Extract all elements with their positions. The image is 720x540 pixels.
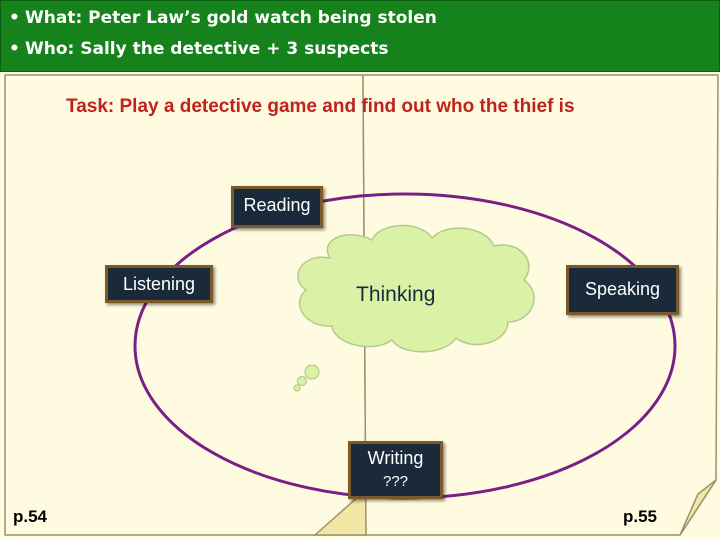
thought-cloud-icon bbox=[293, 224, 535, 392]
page-ref-left: p.54 bbox=[13, 507, 48, 526]
speaking-box: Speaking bbox=[566, 265, 679, 315]
right-page-curl-icon bbox=[679, 479, 717, 536]
task-title: Task: Play a detective game and find out… bbox=[66, 96, 575, 117]
bullet-icon: • bbox=[9, 8, 20, 28]
listening-label: Listening bbox=[122, 274, 196, 294]
who-text: Who: Sally the detective + 3 suspects bbox=[25, 39, 389, 59]
reading-label: Reading bbox=[243, 195, 311, 215]
reading-box: Reading bbox=[231, 186, 323, 228]
listening-box: Listening bbox=[105, 265, 213, 303]
speaking-label: Speaking bbox=[584, 279, 661, 299]
page-ref-right: p.55 bbox=[623, 507, 658, 526]
header-banner: •What: Peter Law’s gold watch being stol… bbox=[0, 0, 720, 72]
writing-box: Writing ??? bbox=[348, 441, 443, 499]
writing-label: Writing bbox=[367, 448, 424, 468]
bullet-what: •What: Peter Law’s gold watch being stol… bbox=[9, 8, 437, 28]
bullet-who: •Who: Sally the detective + 3 suspects bbox=[9, 39, 388, 59]
bullet-icon: • bbox=[9, 39, 20, 59]
thinking-label: Thinking bbox=[356, 283, 436, 306]
what-text: What: Peter Law’s gold watch being stole… bbox=[25, 8, 437, 28]
writing-note: ??? bbox=[382, 473, 409, 490]
